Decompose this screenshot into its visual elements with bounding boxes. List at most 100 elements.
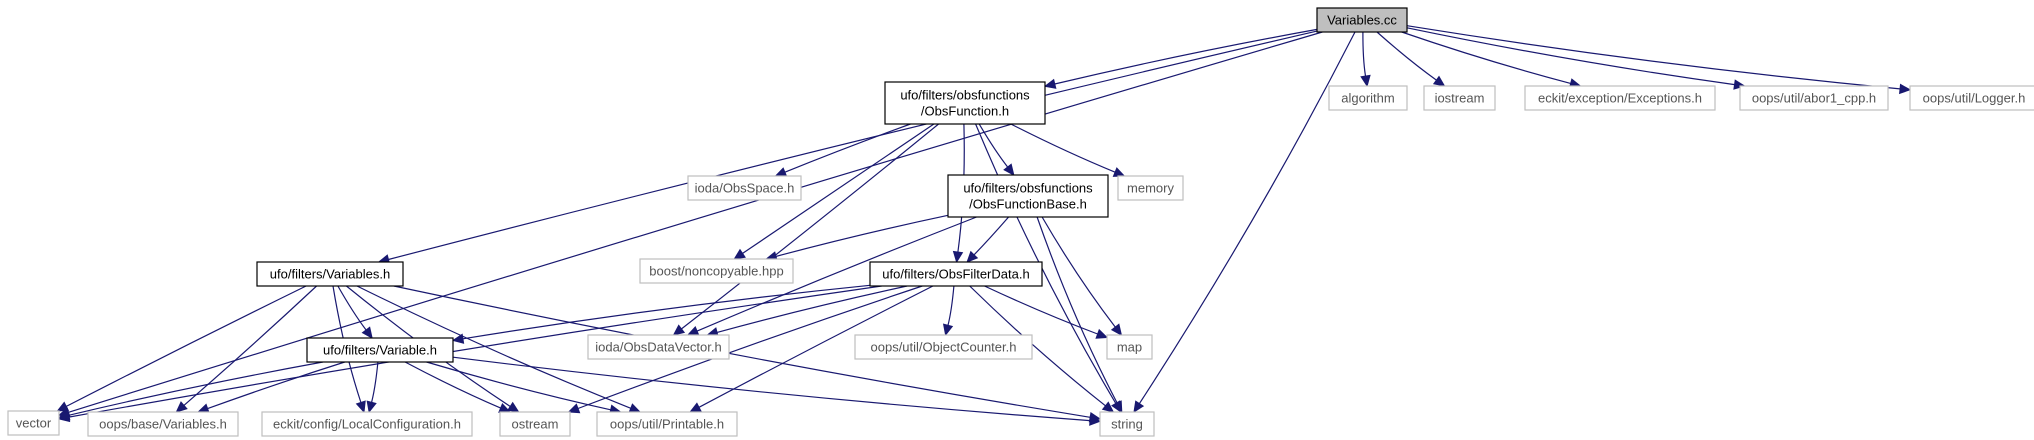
node-abor1-h: oops/util/abor1_cpp.h [1739, 85, 1889, 111]
node-label: ufo/filters/Variables.h [270, 267, 390, 282]
node-box [947, 174, 1109, 218]
edge-line [183, 285, 318, 406]
edge-arrowhead [942, 323, 954, 337]
edge-arrowhead [1899, 83, 1912, 95]
edge-arrowhead [672, 324, 686, 336]
edge-line [698, 285, 934, 408]
edge-line [1406, 27, 1735, 86]
node-algorithm: algorithm [1328, 85, 1408, 111]
edge-obsfilterdata_h-to-ufo_variable_h [451, 284, 871, 344]
node-box [87, 411, 239, 437]
node-box [1099, 411, 1155, 437]
edge-arrowhead [1112, 400, 1123, 414]
node-label: Variables.cc [1327, 13, 1397, 28]
edge-variables_cc-to-logger_h [1406, 25, 1912, 95]
edge-arrowhead [1432, 75, 1446, 87]
edge-line [1362, 31, 1367, 77]
node-label: algorithm [1341, 91, 1394, 106]
edge-ufo_variables_h-to-oops_variables_h [175, 285, 318, 413]
edge-obsfilterdata_h-to-objectcounter_h [942, 285, 955, 337]
node-box [1423, 85, 1496, 111]
edge-line [68, 285, 882, 418]
node-label: boost/noncopyable.hpp [649, 264, 783, 279]
edge-obsfunctionbase_h-to-noncopyable [765, 214, 949, 262]
edge-line [969, 285, 1106, 407]
node-label: /ObsFunction.h [921, 104, 1009, 119]
node-label: ostream [512, 417, 559, 432]
edge-arrowhead [1101, 401, 1115, 413]
edge-obsfunction_h-to-memory [1010, 123, 1126, 177]
edge-line [577, 285, 923, 410]
node-box [596, 411, 738, 437]
edge-obsfilterdata_h-to-string [969, 285, 1115, 413]
node-logger-h: oops/util/Logger.h [1909, 85, 2034, 111]
edge-ufo_variable_h-to-localconfig_h [366, 361, 379, 414]
edge-line [947, 285, 955, 326]
edge-line [784, 123, 911, 173]
edge-obsfilterdata_h-to-vector [57, 285, 882, 423]
node-label: oops/util/Printable.h [610, 417, 724, 432]
node-box [499, 411, 571, 437]
edge-ufo_variable_h-to-string [452, 356, 1102, 426]
edge-arrowhead [733, 248, 746, 260]
node-label: map [1117, 340, 1142, 355]
edge-line [1401, 31, 1571, 84]
node-box [587, 334, 730, 360]
node-label: ufo/filters/obsfunctions [963, 181, 1093, 196]
node-map: map [1106, 334, 1153, 360]
node-box [1524, 85, 1716, 111]
edge-obsfilterdata_h-to-ostream [567, 285, 923, 414]
edge-line [207, 361, 345, 410]
edge-arrowhead [1003, 163, 1015, 176]
node-box [687, 175, 802, 201]
node-localconfig-h: eckit/config/LocalConfiguration.h [261, 411, 473, 437]
edge-arrowhead [451, 333, 465, 344]
edge-arrowhead [1043, 78, 1057, 89]
edge-obsfunctionbase_h-to-obsfilterdata_h [966, 216, 1010, 263]
edge-arrowhead [57, 410, 71, 421]
edge-arrowhead [355, 400, 366, 414]
edge-line [68, 361, 324, 416]
node-box [256, 261, 404, 287]
edge-line [696, 216, 977, 332]
edge-variables_cc-to-obsfunction_h [1043, 28, 1318, 89]
edge-variables_cc-to-algorithm [1360, 31, 1371, 88]
node-box [1739, 85, 1889, 111]
node-box [261, 411, 473, 437]
node-label: oops/base/Variables.h [99, 417, 227, 432]
node-box [1328, 85, 1408, 111]
edge-arrowhead [1360, 74, 1371, 88]
edge-arrowhead [56, 401, 70, 412]
node-box [1117, 175, 1184, 201]
node-ufo-variable-h[interactable]: ufo/filters/Variable.h [306, 337, 454, 363]
edge-line [973, 216, 1010, 256]
edge-arrowhead [1095, 328, 1109, 339]
edge-line [68, 31, 1323, 413]
node-variables-cc[interactable]: Variables.cc [1316, 7, 1408, 33]
edge-line [452, 356, 1091, 422]
node-obsfunctionbase-h[interactable]: ufo/filters/obsfunctions/ObsFunctionBase… [947, 174, 1109, 218]
node-obsfunction-h[interactable]: ufo/filters/obsfunctions/ObsFunction.h [884, 81, 1046, 125]
edge-obsfunctionbase_h-to-map [1041, 216, 1123, 336]
edge-variables_cc-to-iostream [1376, 31, 1446, 87]
edge-arrowhead [1133, 400, 1145, 414]
edge-arrowhead [1089, 415, 1102, 426]
edge-obsfilterdata_h-to-map [984, 285, 1109, 339]
node-box [1106, 334, 1153, 360]
node-ufo-variables-h[interactable]: ufo/filters/Variables.h [256, 261, 404, 287]
node-obsdatavector-h: ioda/ObsDataVector.h [587, 334, 730, 360]
edge-ufo_variable_h-to-oops_variables_h [197, 361, 345, 414]
edge-line [388, 30, 1318, 261]
edge-line [716, 285, 908, 333]
node-label: oops/util/Logger.h [1923, 91, 2026, 106]
node-ostream: ostream [499, 411, 571, 437]
node-label: eckit/config/LocalConfiguration.h [273, 417, 461, 432]
node-obsfilterdata-h[interactable]: ufo/filters/ObsFilterData.h [869, 261, 1043, 287]
node-box [869, 261, 1043, 287]
edge-arrowhead [1112, 167, 1126, 177]
edge-arrowhead [952, 250, 964, 264]
edge-line [426, 361, 611, 411]
dependency-nodes: Variables.ccvectorufo/filters/Variables.… [7, 7, 2034, 437]
node-label: ufo/filters/Variable.h [323, 343, 437, 358]
